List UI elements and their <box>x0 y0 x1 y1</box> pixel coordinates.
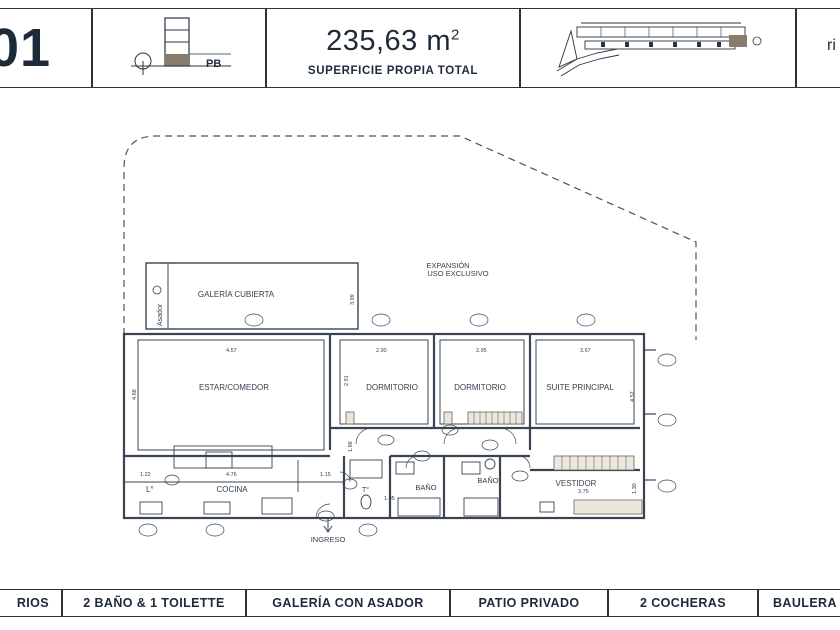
unit-number: 01 <box>0 18 52 78</box>
feature-item: GALERÍA CON ASADOR <box>246 589 450 617</box>
feature-item: RIOS <box>0 589 62 617</box>
floor-plan: EXPANSIÓN USO EXCLUSIVO Asador GALERÍA C… <box>122 135 697 544</box>
feature-item: 2 BAÑO & 1 TOILETTE <box>62 589 246 617</box>
lavadero-label: L° <box>146 485 154 494</box>
unit-number-box: 01 <box>0 8 92 88</box>
feature-item: 2 COCHERAS <box>608 589 758 617</box>
ingreso-label: INGRESO <box>311 535 346 544</box>
galeria-label: GALERÍA CUBIERTA <box>198 290 275 299</box>
site-location-icon <box>556 22 762 77</box>
next-box-text: ri <box>827 37 836 54</box>
area-value: 235,63 m2 <box>326 25 460 57</box>
level-icon <box>131 17 231 75</box>
unit-outline <box>122 332 646 520</box>
cocina-label: COCINA <box>216 485 248 494</box>
dormitorio-2-label: DORMITORIO <box>454 383 506 392</box>
expansion-boundary <box>123 135 697 340</box>
dimension: 1.30 <box>632 483 638 494</box>
suite-label: SUITE PRINCIPAL <box>546 383 614 392</box>
area-box: 235,63 m2 SUPERFICIE PROPIA TOTAL <box>266 8 520 88</box>
feature-item: BAULERA C <box>758 589 840 617</box>
bano-2-label: BAÑO <box>477 476 498 485</box>
dimension: 2.90 <box>376 348 387 354</box>
toilette-label: T° <box>362 486 369 494</box>
next-box: ri <box>796 8 840 88</box>
dimension: 1.05 <box>384 496 395 502</box>
dormitorio-1-label: DORMITORIO <box>366 383 418 392</box>
dimension: 4.57 <box>630 391 636 402</box>
dimension: 1.88 <box>348 441 354 452</box>
dimension: 1.15 <box>320 472 331 478</box>
level-label: PB <box>206 58 222 70</box>
dimension: 3.99 <box>350 294 356 305</box>
vestidor-label: VESTIDOR <box>556 479 597 488</box>
estar-label: ESTAR/COMEDOR <box>199 383 269 392</box>
dimension: 4.57 <box>226 348 237 354</box>
dimension: 4.68 <box>132 389 138 400</box>
feature-item: PATIO PRIVADO <box>450 589 608 617</box>
expansion-label-1: EXPANSIÓN <box>426 261 469 270</box>
dimension: 4.76 <box>226 472 237 478</box>
dimension: 3.75 <box>578 489 589 495</box>
dimension: 3.67 <box>580 348 591 354</box>
bano-1-label: BAÑO <box>415 483 436 492</box>
area-label: SUPERFICIE PROPIA TOTAL <box>307 65 479 77</box>
expansion-label-2: USO EXCLUSIVO <box>427 269 488 278</box>
level-box: PB <box>92 8 266 88</box>
dimension: 1.22 <box>140 472 151 478</box>
asador-label: Asador <box>157 303 164 326</box>
location-box <box>520 8 796 88</box>
dimension: 2.91 <box>344 375 350 386</box>
dimension: 2.95 <box>476 348 487 354</box>
